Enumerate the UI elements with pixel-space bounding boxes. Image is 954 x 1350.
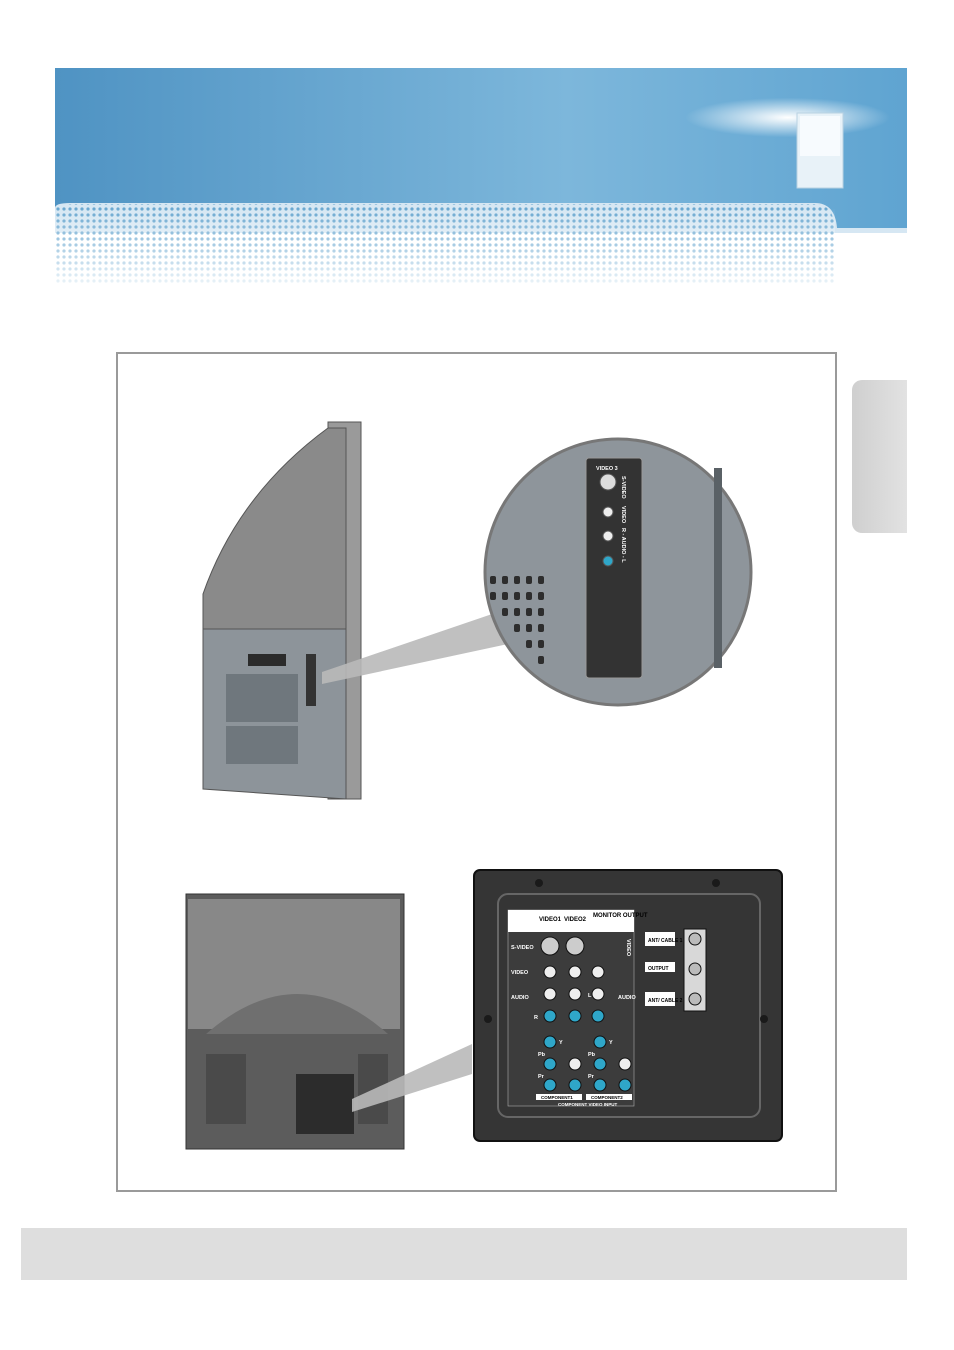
comp2-label-y: Y [609,1040,613,1046]
header-banner [55,68,907,288]
screw-icon [484,1015,492,1023]
side-panel-zoom: VIDEO 3 S-VIDEO VIDEO R - AUDIO - L [485,439,751,705]
screw-icon [760,1015,768,1023]
side-label-video: VIDEO [620,506,626,524]
comp1-label-pb: Pb [538,1052,546,1058]
section-tab [852,380,907,533]
rf-ant-cable-1: ANT/ CABLE 1 [648,938,683,944]
monitor-label-audio: AUDIO [618,995,636,1001]
col-video1: VIDEO1 [539,917,562,923]
tv-icon [797,113,843,188]
col-monitor-output: MONITOR OUTPUT [593,913,648,919]
component-video-input: COMPONENT VIDEO INPUT [558,1102,618,1107]
comp2-label-pr: Pr [588,1074,595,1080]
rf-ant-cable-2: ANT/ CABLE 2 [648,998,683,1004]
rf-output: OUTPUT [648,966,669,972]
component1-group: COMPONENT1 [541,1095,573,1100]
monitor-label-video: VIDEO [625,939,631,957]
audio-label-r: R [534,1015,538,1021]
tv-rear-view [186,894,404,1149]
row-video: VIDEO [511,970,529,976]
tv-side-view [203,422,361,799]
side-label-svideo: S-VIDEO [620,476,626,499]
row-svideo: S-VIDEO [511,945,534,951]
col-video2: VIDEO2 [564,917,587,923]
connection-diagram: VIDEO 3 S-VIDEO VIDEO R - AUDIO - L VIDE… [118,354,835,1190]
screw-icon [535,879,543,887]
comp2-label-pb: Pb [588,1052,596,1058]
comp1-label-y: Y [559,1040,563,1046]
row-audio: AUDIO [511,995,529,1001]
screw-icon [712,879,720,887]
side-label-video3: VIDEO 3 [596,466,618,472]
comp1-label-pr: Pr [538,1074,545,1080]
component2-group: COMPONENT2 [591,1095,623,1100]
footer-bar [21,1228,907,1280]
rear-panel-zoom: VIDEO1 VIDEO2 MONITOR OUTPUT S-VIDEO VID… [474,870,782,1141]
side-label-audio: R - AUDIO - L [620,528,626,563]
figure-frame: VIDEO 3 S-VIDEO VIDEO R - AUDIO - L VIDE… [116,352,837,1192]
